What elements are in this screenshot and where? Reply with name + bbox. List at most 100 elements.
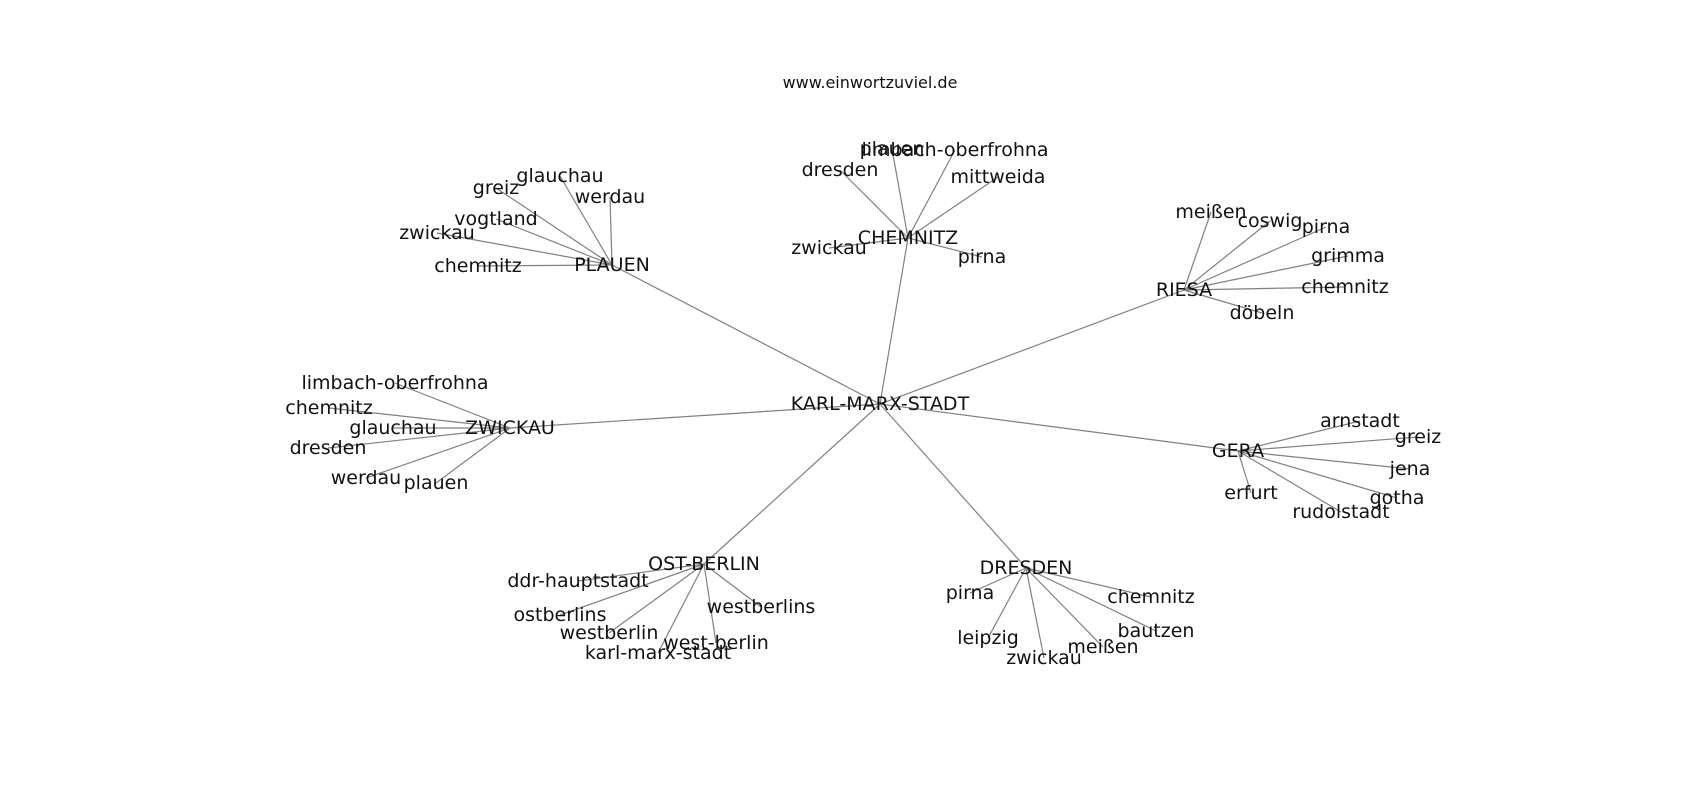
- edge-hub-to-leaf: [1025, 567, 1104, 648]
- edge-root-to-hub: [611, 264, 881, 405]
- leaf-node-label: westberlin: [560, 622, 659, 644]
- leaf-node-label: plauen: [404, 472, 469, 494]
- leaf-node-label: ostberlins: [513, 604, 606, 626]
- labels-layer: www.einwortzuviel.de KARL-MARX-STADT PLAU…: [285, 73, 1441, 669]
- edge-root-to-hub: [509, 403, 881, 429]
- leaf-node-label: dresden: [290, 437, 367, 459]
- hub-node-label: GERA: [1212, 440, 1264, 462]
- leaf-node-label: west-berlin: [663, 632, 769, 654]
- leaf-node-label: westberlins: [707, 596, 816, 618]
- edge-hub-to-leaf: [1183, 226, 1327, 291]
- leaf-node-label: döbeln: [1230, 302, 1295, 324]
- edge-hub-to-leaf: [907, 237, 983, 258]
- edge-hub-to-leaf: [577, 563, 705, 582]
- edge-hub-to-leaf: [1183, 220, 1271, 291]
- leaf-node-label: leipzig: [957, 627, 1019, 649]
- leaf-node-label: glauchau: [516, 165, 603, 187]
- leaf-node-label: grimma: [1311, 245, 1385, 267]
- leaf-node-label: jena: [1389, 458, 1431, 480]
- edge-hub-to-leaf: [1183, 255, 1349, 291]
- edge-hub-to-leaf: [495, 187, 613, 266]
- leaf-node-label: greiz: [1395, 426, 1441, 448]
- edge-root-to-hub: [879, 289, 1185, 405]
- edge-hub-to-leaf: [495, 218, 613, 266]
- edge-root-to-hub: [703, 403, 881, 565]
- edges-layer: [327, 148, 1419, 659]
- edge-hub-to-leaf: [839, 169, 909, 239]
- edge-hub-to-leaf: [1025, 567, 1157, 632]
- edge-hub-to-leaf: [1237, 420, 1361, 452]
- edge-hub-to-leaf: [1237, 436, 1419, 452]
- edge-hub-to-leaf: [657, 563, 705, 654]
- edge-hub-to-leaf: [891, 148, 909, 239]
- leaf-node-label: karl-marx-stadt: [585, 642, 731, 664]
- edge-hub-to-leaf: [1183, 289, 1263, 314]
- leaf-node-label: chemnitz: [285, 397, 372, 419]
- edge-hub-to-leaf: [987, 567, 1027, 639]
- leaf-node-label: meißen: [1067, 636, 1138, 658]
- leaf-node-label: greiz: [473, 177, 519, 199]
- hub-node-label: RIESA: [1156, 279, 1212, 301]
- edge-hub-to-leaf: [559, 175, 613, 266]
- leaf-node-label: chemnitz: [1301, 276, 1388, 298]
- leaf-node-label: vogtland: [454, 208, 537, 230]
- edge-hub-to-leaf: [969, 567, 1027, 594]
- source-url-label: www.einwortzuviel.de: [783, 73, 958, 92]
- edge-hub-to-leaf: [907, 149, 956, 239]
- hub-node-label: DRESDEN: [980, 557, 1073, 579]
- edge-hub-to-leaf: [394, 382, 511, 429]
- edge-hub-to-leaf: [1237, 450, 1252, 494]
- hub-node-label: CHEMNITZ: [858, 227, 958, 249]
- edge-hub-to-leaf: [609, 196, 613, 266]
- edge-hub-to-leaf: [1237, 450, 1398, 499]
- leaf-node-label: pirna: [958, 246, 1007, 268]
- edge-hub-to-leaf: [1183, 286, 1346, 291]
- edge-hub-to-leaf: [1237, 450, 1342, 513]
- edge-hub-to-leaf: [436, 232, 613, 266]
- leaf-node-label: rudolstadt: [1292, 501, 1389, 523]
- leaf-node-label: werdau: [331, 467, 401, 489]
- edge-hub-to-leaf: [907, 176, 999, 239]
- edge-hub-to-leaf: [703, 563, 717, 644]
- edge-hub-to-leaf: [828, 237, 909, 249]
- edge-hub-to-leaf: [477, 264, 613, 267]
- leaf-node-label: dresden: [802, 159, 879, 181]
- edge-hub-to-leaf: [1237, 450, 1411, 470]
- leaf-node-label: plauen: [860, 138, 925, 160]
- leaf-node-label: bautzen: [1118, 620, 1195, 642]
- edge-hub-to-leaf: [559, 563, 705, 616]
- edge-hub-to-leaf: [1025, 567, 1045, 659]
- leaf-node-label: limbach-oberfrohna: [301, 372, 488, 394]
- leaf-node-label: zwickau: [1006, 647, 1082, 669]
- leaf-node-label: erfurt: [1224, 482, 1278, 504]
- edge-hub-to-leaf: [608, 563, 705, 634]
- edge-root-to-hub: [879, 403, 1027, 569]
- hub-node-label: PLAUEN: [574, 254, 650, 276]
- leaf-node-label: ddr-hauptstadt: [507, 570, 648, 592]
- leaf-node-label: gotha: [1370, 487, 1425, 509]
- edge-hub-to-leaf: [1025, 567, 1152, 598]
- hub-node-label: OST-BERLIN: [648, 553, 760, 575]
- hub-node-label: ZWICKAU: [465, 417, 555, 439]
- leaf-node-label: zwickau: [791, 237, 867, 259]
- edge-hub-to-leaf: [1183, 211, 1212, 291]
- edge-hub-to-leaf: [703, 563, 762, 608]
- edge-root-to-hub: [879, 403, 1239, 452]
- edge-root-to-hub: [879, 237, 909, 405]
- leaf-node-label: mittweida: [951, 166, 1046, 188]
- leaf-node-label: coswig: [1238, 210, 1303, 232]
- leaf-node-label: arnstadt: [1320, 410, 1400, 432]
- leaf-node-label: glauchau: [349, 417, 436, 439]
- edge-hub-to-leaf: [435, 427, 511, 484]
- leaf-node-label: werdau: [575, 186, 645, 208]
- leaf-node-label: zwickau: [399, 222, 475, 244]
- leaf-node-label: chemnitz: [434, 255, 521, 277]
- leaf-node-label: pirna: [1302, 216, 1351, 238]
- edge-hub-to-leaf: [365, 427, 511, 479]
- leaf-node-label: meißen: [1175, 201, 1246, 223]
- leaf-node-label: pirna: [946, 582, 995, 604]
- leaf-node-label: chemnitz: [1107, 586, 1194, 608]
- edge-hub-to-leaf: [328, 407, 511, 429]
- root-node-label: KARL-MARX-STADT: [791, 393, 970, 415]
